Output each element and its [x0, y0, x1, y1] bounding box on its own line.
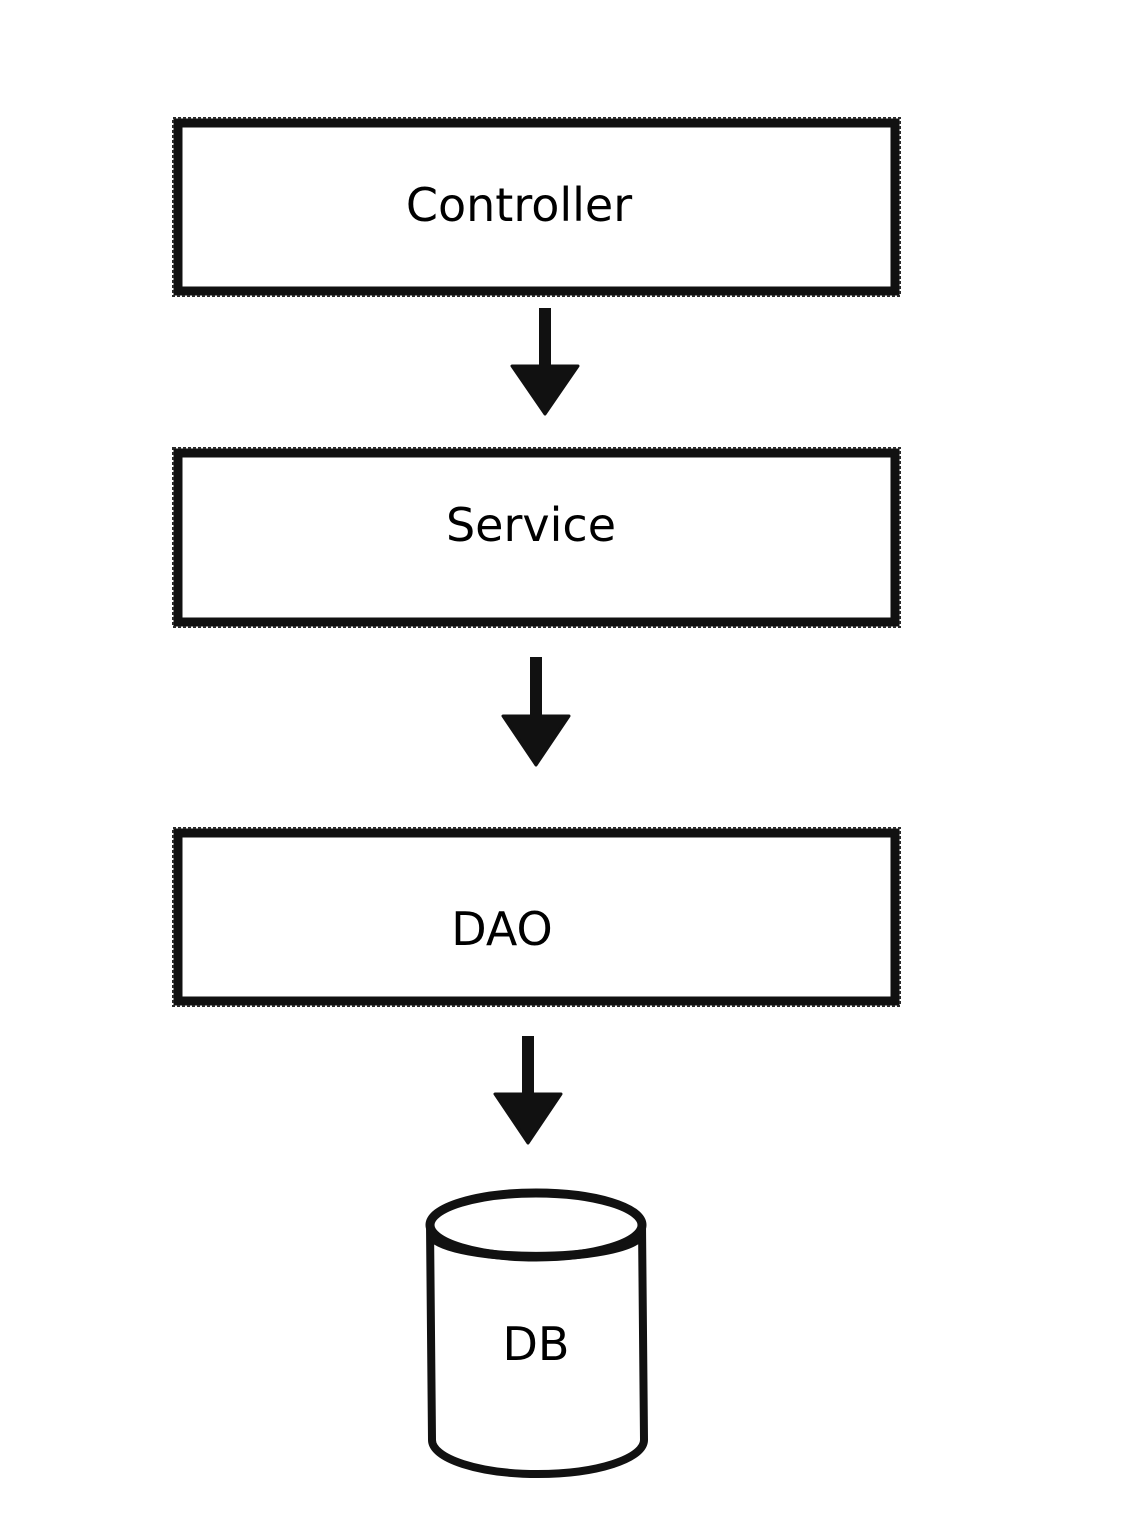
dao-label: DAO: [451, 902, 552, 956]
arrow-controller-to-service: [510, 308, 580, 416]
controller-box: Controller: [172, 117, 901, 297]
database-cylinder: DB: [425, 1188, 649, 1478]
service-label: Service: [446, 498, 616, 552]
controller-label: Controller: [406, 178, 632, 232]
arrow-service-to-dao: [501, 657, 571, 767]
db-label: DB: [503, 1317, 570, 1371]
dao-box: DAO: [172, 827, 901, 1007]
service-box: Service: [172, 447, 901, 628]
arrow-dao-to-db: [493, 1036, 563, 1145]
